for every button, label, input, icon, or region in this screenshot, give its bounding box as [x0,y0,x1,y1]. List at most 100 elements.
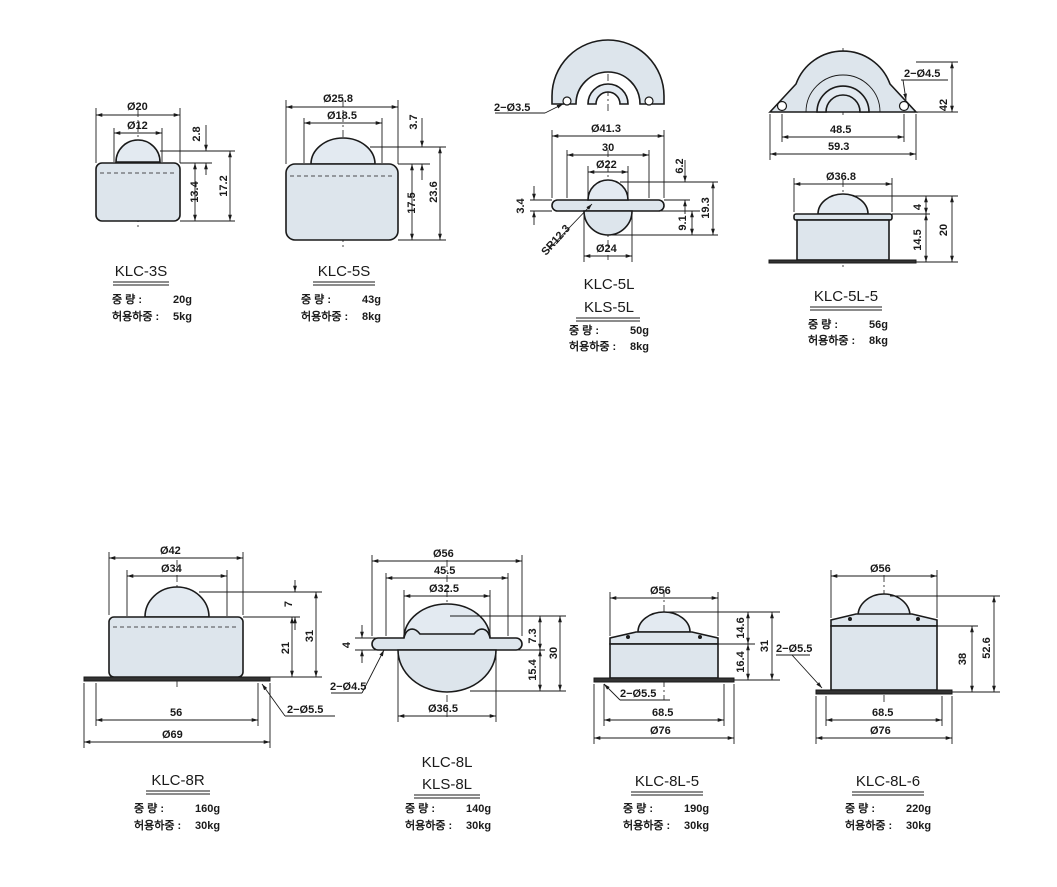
dim-h-lower: 15.4 [527,658,539,680]
load-value: 30kg [195,820,220,832]
dim-t-flange: 4 [341,641,353,648]
body-shape [95,162,181,222]
dim-h-body: 13.4 [189,180,201,202]
load-label: 허용하중 : [845,818,892,832]
drawing-klc-8r: Ø42 Ø34 7 21 31 56 Ø69 2−Ø5.5 [83,545,335,748]
model-name: KLC-5L [584,276,635,293]
weight-label: 중 량 : [845,802,875,815]
model-name: KLC-8L-6 [856,773,920,790]
dim-holes: 2−Ø4.5 [904,68,940,80]
dim-d-inner: Ø18.5 [327,110,357,122]
dim-pitch: 56 [170,707,182,719]
dim-h-total: 19.3 [700,197,712,218]
dim-d-outer: Ø25.8 [323,93,353,105]
dim-h-side: 42 [938,99,950,111]
weight-label: 중 량 : [301,293,331,306]
weight-value: 190g [684,803,709,815]
dim-holes: 2−Ø5.5 [620,688,656,700]
dim-h-total: 52.6 [981,637,993,658]
dim-h-top: 7 [283,601,295,607]
dim-h-total: 23.6 [428,181,440,202]
dim-h-top: 6.2 [674,158,686,173]
weight-value: 20g [173,294,192,306]
dim-d-body: Ø56 [650,585,671,597]
dim-pitch: 68.5 [652,707,673,719]
weight-value: 56g [869,319,888,331]
model-name: KLC-8R [151,772,205,789]
spec-klc-8l-6: KLC-8L-6 중 량 : 220g 허용하중 : 30kg [845,773,931,832]
dim-d-body: Ø56 [870,563,891,575]
dim-h-top: 14.6 [735,617,747,638]
dim-pitch: 48.5 [830,124,851,136]
dim-pitch: 45.5 [434,565,455,577]
drawing-klc-8l-5: Ø56 14.6 16.4 31 2−Ø5.5 68.5 Ø76 [593,585,780,744]
load-value: 8kg [630,341,649,353]
weight-label: 중 량 : [134,802,164,815]
load-label: 허용하중 : [623,818,670,832]
weight-value: 50g [630,325,649,337]
dim-d-flange: Ø76 [650,725,671,737]
drawing-klc-5l: 2−Ø3.5 Ø41.3 30 Ø22 6.2 9.1 19.3 [494,39,718,262]
drawing-klc-3s: Ø20 Ø12 2.8 13.4 17.2 [95,101,235,230]
spec-klc-8l-5: KLC-8L-5 중 량 : 190g 허용하중 : 30kg [623,773,709,832]
dim-h-lower: 9.1 [677,215,689,230]
load-label: 허용하중 : [301,309,348,323]
load-label: 허용하중 : [405,818,452,832]
load-value: 8kg [362,311,381,323]
spec-klc-3s: KLC-3S 중 량 : 20g 허용하중 : 5kg [112,263,192,323]
model-name: KLC-8L-5 [635,773,699,790]
dim-h-body: 21 [280,642,292,654]
drawing-klc-5s: Ø25.8 Ø18.5 3.7 17.5 23.6 [285,93,446,250]
weight-value: 220g [906,803,931,815]
dim-d-ball: Ø22 [596,159,617,171]
dim-d-flange: Ø41.3 [591,123,621,135]
dim-d-outer: Ø20 [127,101,148,113]
dim-h-top: 4 [912,203,924,210]
dim-d-body: Ø42 [160,545,181,557]
dim-d-bottom: Ø36.5 [428,703,458,715]
dim-h-total: 20 [938,224,950,236]
dim-d-ball: Ø32.5 [429,583,459,595]
dim-pitch: 68.5 [872,707,893,719]
weight-value: 43g [362,294,381,306]
dim-h-top: 7.3 [527,628,539,643]
model-name: KLC-5S [318,263,371,280]
drawing-klc-8l: Ø56 45.5 Ø32.5 4 7.3 15.4 30 2−Ø4.5 Ø36.… [330,548,566,722]
dim-d-bottom: Ø24 [596,243,618,255]
dim-h-total: 30 [548,647,560,659]
dim-pitch: 30 [602,142,614,154]
weight-value: 140g [466,803,491,815]
dim-holes: 2−Ø3.5 [494,102,530,114]
load-value: 30kg [684,820,709,832]
load-value: 30kg [466,820,491,832]
model-name-alt: KLS-5L [584,299,634,316]
dim-t-flange: 3.4 [515,197,527,213]
dim-holes: 2−Ø5.5 [776,643,812,655]
model-name: KLC-3S [115,263,168,280]
dim-sr: SR12.3 [539,223,572,258]
model-name-alt: KLS-8L [422,776,472,793]
weight-label: 중 량 : [405,802,435,815]
dim-d-flange: Ø69 [162,729,183,741]
dim-d-body: Ø36.8 [826,171,856,183]
dim-holes: 2−Ø4.5 [330,681,366,693]
spec-klc-8r: KLC-8R 중 량 : 160g 허용하중 : 30kg [134,772,220,832]
model-name: KLC-8L [422,754,473,771]
dim-h-total: 17.2 [218,175,230,196]
dim-d-flange: Ø76 [870,725,891,737]
dim-length: 59.3 [828,141,849,153]
spec-klc-8l: KLC-8L KLS-8L 중 량 : 140g 허용하중 : 30kg [405,754,491,832]
spec-klc-5s: KLC-5S 중 량 : 43g 허용하중 : 8kg [301,263,381,323]
weight-label: 중 량 : [808,318,838,331]
dim-h-body: 14.5 [912,229,924,250]
dim-h-body: 16.4 [735,650,747,672]
weight-value: 160g [195,803,220,815]
dim-h-body: 17.5 [406,192,418,213]
weight-label: 중 량 : [112,293,142,306]
drawing-klc-8l-6: Ø56 38 52.6 2−Ø5.5 68.5 Ø76 [776,563,1000,744]
dim-d-flange: Ø56 [433,548,454,560]
load-value: 30kg [906,820,931,832]
weight-label: 중 량 : [623,802,653,815]
weight-label: 중 량 : [569,324,599,337]
